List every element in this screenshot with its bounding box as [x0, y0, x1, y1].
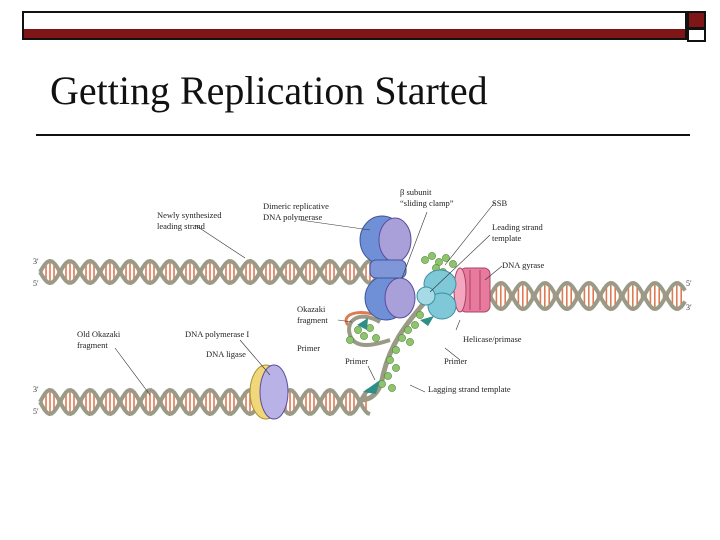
ssb-bead: [411, 321, 419, 329]
helicase-primase: [416, 269, 457, 326]
ssb-bead: [372, 334, 380, 342]
title-bar-accent: [24, 29, 685, 38]
primer-arrow-upper: [357, 318, 368, 330]
label-lagging-template: Lagging strand template: [428, 384, 511, 394]
label-okazaki-2: fragment: [297, 315, 328, 325]
end-3-top: 3′: [33, 257, 39, 266]
dna-backbone-strand: [488, 280, 687, 312]
ssb-bead: [442, 254, 450, 262]
okazaki-loop: [347, 314, 391, 347]
dna-backbone-strand: [38, 387, 371, 416]
label-dimeric-1: Dimeric replicative: [263, 201, 329, 211]
label-primer-b: Primer: [345, 356, 368, 366]
label-dna-gyrase: DNA gyrase: [502, 260, 544, 270]
ssb-bead: [384, 372, 392, 380]
primer-arrow-lower: [363, 380, 380, 394]
ssb-bead: [398, 334, 406, 342]
leader-lines: [114, 201, 503, 396]
label-newly-1: Newly synthesized: [157, 210, 222, 220]
lower-helix: [38, 387, 371, 417]
end-5-bottom: 5′: [33, 407, 39, 416]
ssb-bead: [404, 326, 412, 334]
slide-title: Getting Replication Started: [50, 68, 488, 113]
end-3-bottom: 3′: [33, 385, 39, 394]
ssb-bead: [360, 332, 368, 340]
label-leading-template-1: Leading strand: [492, 222, 543, 232]
label-primer-c: Primer: [444, 356, 467, 366]
ssb-bead: [392, 364, 400, 372]
ssb-bead: [421, 256, 429, 264]
upper-left-helix: [38, 258, 377, 286]
label-sliding-clamp: “sliding clamp”: [400, 198, 454, 208]
polymerase-I-ligase: [249, 364, 289, 420]
ssb-bead: [366, 324, 374, 332]
label-dna-ligase: DNA ligase: [206, 349, 246, 359]
ssb-bead: [428, 252, 436, 260]
label-old-okazaki-1: Old Okazaki: [77, 329, 121, 339]
end-5-top: 5′: [33, 279, 39, 288]
dna-backbone-strand: [38, 388, 371, 417]
title-divider: [36, 134, 690, 136]
ssb-bead: [346, 336, 354, 344]
label-helicase-primase: Helicase/primase: [463, 334, 522, 344]
ssb-bead: [449, 260, 457, 268]
ssb-bead: [406, 338, 414, 346]
label-primer-a: Primer: [297, 343, 320, 353]
label-beta-subunit: β subunit: [400, 187, 432, 197]
lagging-strand-loop: [359, 288, 437, 403]
end-5-right: 5′: [686, 279, 692, 288]
title-bar-frame: [22, 11, 687, 40]
ssb-bead: [354, 326, 362, 334]
ssb-beads: [346, 252, 457, 392]
label-okazaki-1: Okazaki: [297, 304, 326, 314]
label-newly-2: leading strand: [157, 221, 206, 231]
label-old-okazaki-2: fragment: [77, 340, 108, 350]
dimeric-polymerase: [359, 215, 416, 321]
replication-fork-diagram: β subunit “sliding clamp” Dimeric replic…: [30, 180, 702, 425]
label-leading-template-2: template: [492, 233, 521, 243]
corner-square-white: [687, 28, 706, 42]
label-ssb: SSB: [492, 198, 507, 208]
right-helix: [488, 280, 687, 312]
dna-backbone-strand: [488, 280, 687, 312]
ssb-bead: [386, 356, 394, 364]
end-3-right: 3′: [686, 303, 692, 312]
dna-gyrase: [453, 267, 491, 313]
dna-backbone-strand: [38, 258, 377, 286]
label-dna-pol1: DNA polymerase I: [185, 329, 249, 339]
corner-square-red: [687, 11, 706, 29]
ssb-bead: [416, 311, 424, 319]
ssb-bead: [392, 346, 400, 354]
label-dimeric-2: DNA polymerase: [263, 212, 322, 222]
ssb-bead: [388, 384, 396, 392]
